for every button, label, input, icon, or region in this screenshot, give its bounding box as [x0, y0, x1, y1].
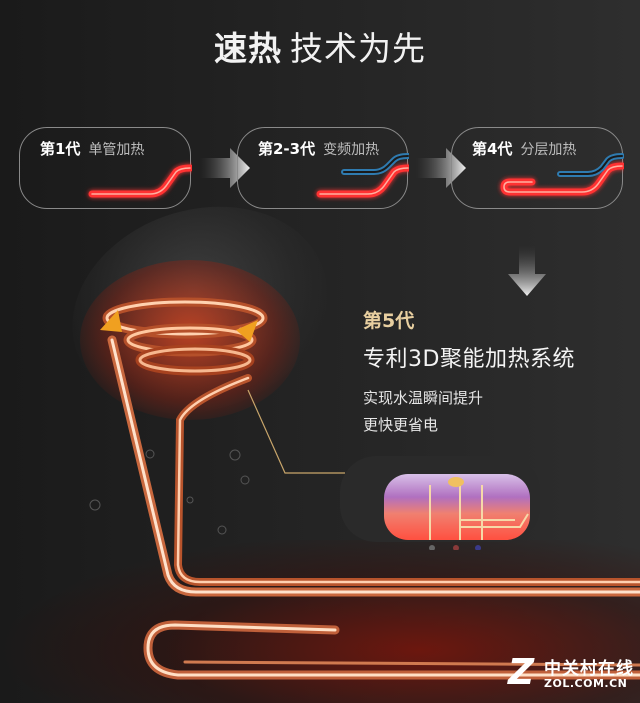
benefit-text: 更快更省电	[363, 416, 439, 434]
generation-description: 分层加热	[520, 142, 577, 158]
dual-pipe-icon	[316, 153, 409, 198]
generation-description: 变频加热	[323, 142, 380, 158]
featured-title: 专利3D聚能加热系统	[363, 347, 575, 372]
benefit-text: 实现水温瞬间提升	[363, 389, 484, 407]
generation-number: 第1代	[40, 140, 81, 158]
generation-number: 第4代	[472, 140, 513, 158]
arrow-down-icon	[508, 246, 546, 296]
zol-watermark: Z 中关村在线 ZOL.COM.CN	[500, 650, 640, 700]
generation-card-1: 第1代单管加热	[19, 127, 192, 209]
featured-number: 第5代	[363, 310, 415, 332]
page-title: 速热技术为先	[0, 22, 640, 70]
title-bold: 速热	[214, 29, 282, 68]
watermark-en: ZOL.COM.CN	[544, 677, 628, 690]
title-light: 技术为先	[290, 29, 426, 68]
zol-logo-mark: Z	[508, 652, 535, 693]
single-pipe-icon	[88, 164, 192, 198]
featured-generation: 第5代 专利3D聚能加热系统 实现水温瞬间提升 更快更省电	[363, 306, 575, 435]
generation-number: 第2-3代	[258, 140, 316, 158]
watermark-cn: 中关村在线	[544, 659, 634, 679]
generation-card-3: 第4代分层加热	[451, 127, 624, 209]
generation-description: 单管加热	[88, 142, 145, 158]
layered-pipe-icon	[500, 153, 624, 196]
water-heater-tank	[340, 456, 540, 550]
generation-card-2: 第2-3代变频加热	[237, 127, 409, 209]
heat-glow	[80, 260, 300, 420]
arrow-right-icon	[416, 148, 466, 188]
